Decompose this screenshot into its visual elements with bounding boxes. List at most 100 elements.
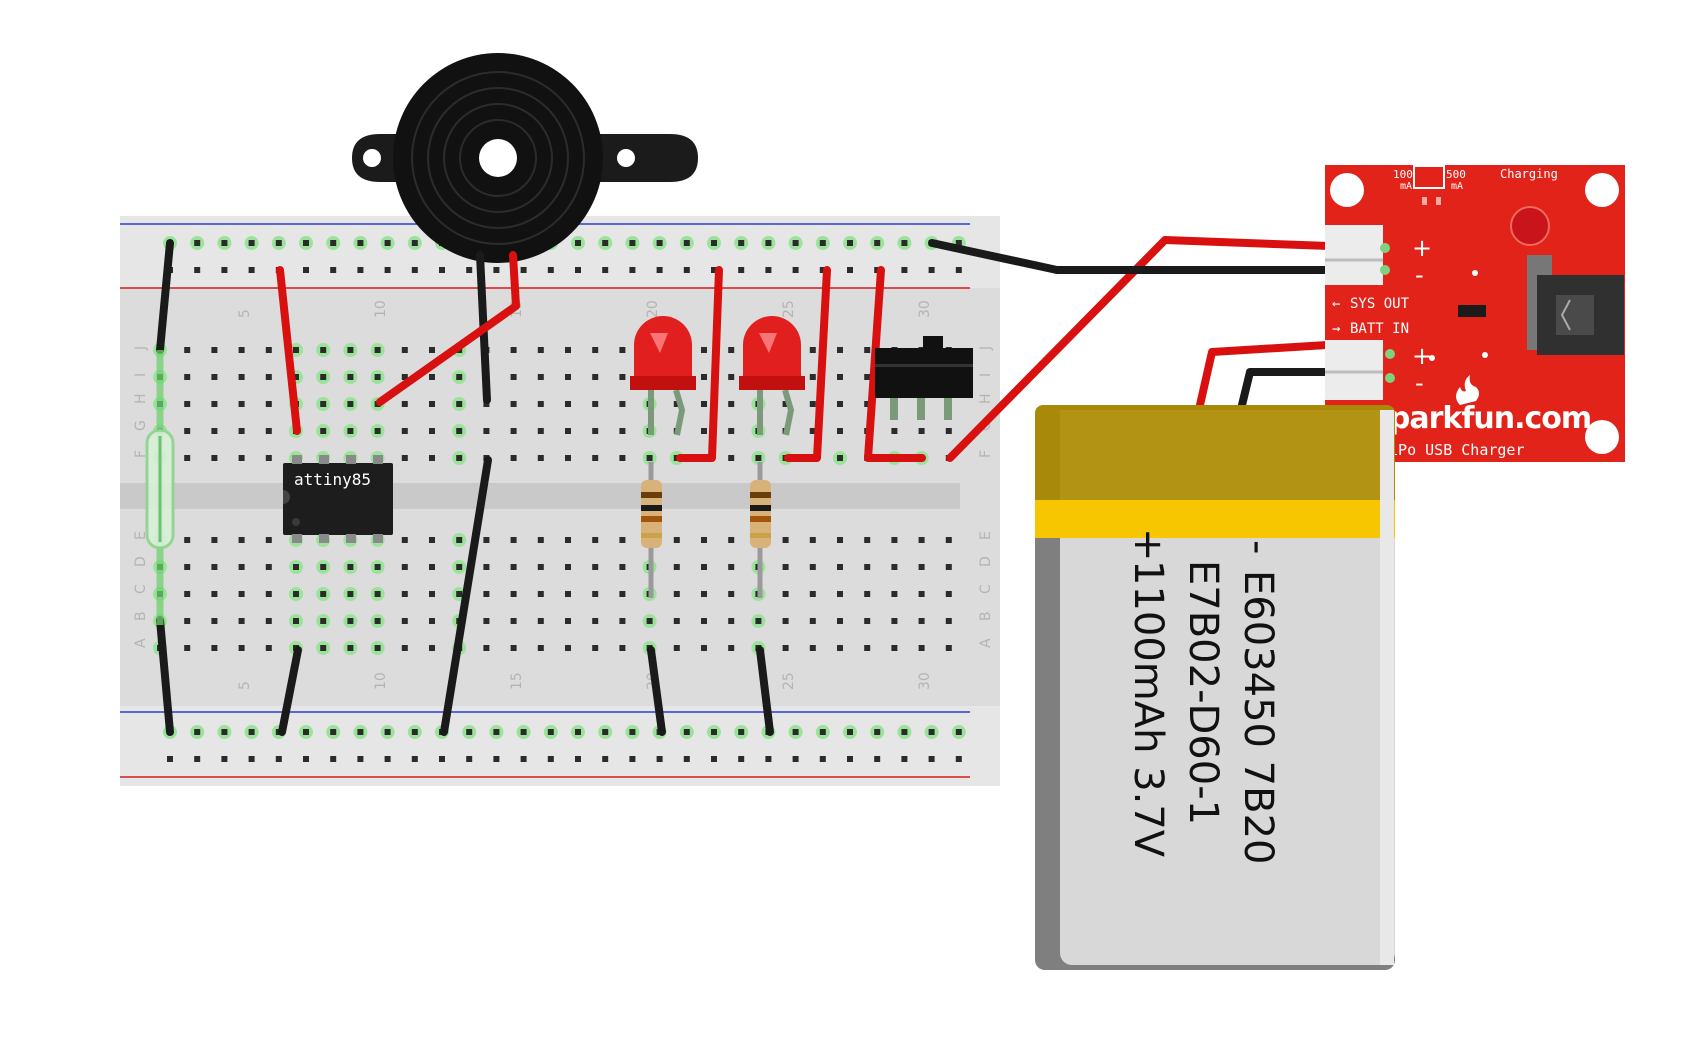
breadboard-hole (456, 591, 463, 597)
breadboard-hole (429, 618, 435, 624)
breadboard-hole (918, 564, 925, 570)
breadboard-hole (439, 267, 445, 273)
breadboard-hole (374, 428, 381, 434)
breadboard-hole (738, 756, 745, 762)
breadboard-hole (809, 537, 816, 543)
breadboard-hole (265, 428, 272, 434)
breadboard-hole (673, 618, 680, 624)
breadboard-hole (401, 537, 408, 543)
battery-label-line2: E7B02-D60-1 (1180, 560, 1226, 825)
breadboard-hole (401, 428, 408, 434)
column-number-bottom: 5 (237, 681, 253, 690)
breadboard-hole (891, 591, 898, 597)
breadboard-hole (265, 401, 272, 407)
resistor-1 (641, 462, 662, 598)
breadboard-hole (901, 756, 908, 762)
row-letter-left: A (133, 638, 149, 648)
breadboard-hole (194, 756, 201, 762)
breadboard-hole (656, 240, 663, 246)
breadboard-hole (510, 618, 517, 624)
breadboard-hole (347, 645, 354, 651)
breadboard-hole (809, 564, 816, 570)
row-letter-right: H (978, 393, 994, 404)
breadboard-hole (238, 618, 245, 624)
breadboard-hole (701, 564, 707, 570)
breadboard-hole (483, 537, 490, 543)
breadboard-hole (928, 729, 935, 735)
breadboard-hole (782, 537, 789, 543)
breadboard-hole (945, 645, 952, 651)
breadboard-hole (194, 267, 201, 273)
breadboard-hole (673, 537, 680, 543)
breadboard-hole (265, 645, 272, 651)
breadboard-hole (629, 729, 636, 735)
breadboard-hole (918, 537, 925, 543)
breadboard-hole (184, 374, 191, 380)
brand-label: sparkfun.com (1372, 401, 1591, 436)
breadboard-hole (809, 428, 816, 434)
breadboard-hole (847, 756, 853, 762)
breadboard-hole (701, 374, 707, 380)
breadboard-hole (819, 729, 826, 735)
breadboard-hole (945, 428, 952, 434)
breadboard-hole (303, 267, 309, 273)
breadboard-hole (864, 618, 871, 624)
breadboard-hole (602, 756, 609, 762)
breadboard-hole (837, 374, 843, 380)
breadboard-hole (238, 455, 245, 461)
breadboard-hole (357, 729, 364, 735)
breadboard-hole (293, 347, 299, 353)
breadboard-hole (945, 618, 952, 624)
breadboard-hole (619, 428, 626, 434)
breadboard-hole (248, 729, 255, 735)
charging-led (1510, 206, 1550, 246)
breadboard-hole (429, 591, 435, 597)
breadboard-hole (347, 618, 354, 624)
column-number-top: 5 (237, 309, 253, 318)
breadboard-hole (211, 374, 218, 380)
breadboard-hole (456, 455, 463, 461)
breadboard-hole (728, 401, 735, 407)
sys-out-minus: - (1415, 261, 1424, 289)
breadboard-hole (629, 240, 636, 246)
breadboard-hole (184, 591, 191, 597)
breadboard-hole (429, 428, 435, 434)
breadboard-hole (874, 240, 881, 246)
breadboard-hole (293, 618, 299, 624)
breadboard-hole (238, 374, 245, 380)
wire-red (276, 266, 301, 435)
breadboard-hole (265, 374, 272, 380)
breadboard-hole (184, 401, 191, 407)
breadboard-hole (874, 729, 881, 735)
led-1 (630, 316, 696, 436)
breadboard-hole (809, 618, 816, 624)
breadboard-hole (248, 267, 255, 273)
breadboard-hole (347, 591, 354, 597)
breadboard-hole (891, 618, 898, 624)
breadboard-hole (374, 645, 381, 651)
breadboard-hole (520, 756, 527, 762)
breadboard-hole (320, 564, 327, 570)
breadboard-hole (411, 756, 418, 762)
breadboard-hole (782, 645, 789, 651)
breadboard-hole (547, 267, 554, 273)
breadboard-hole (928, 267, 935, 273)
breadboard-hole (619, 591, 626, 597)
breadboard-hole (683, 729, 690, 735)
breadboard-hole (683, 756, 690, 762)
row-letter-right: I (978, 373, 994, 377)
batt-in-plus: + (1412, 342, 1432, 370)
breadboard-hole (782, 591, 789, 597)
breadboard-hole (238, 537, 245, 543)
breadboard-hole (619, 645, 626, 651)
breadboard-hole (728, 618, 735, 624)
breadboard-hole (955, 240, 962, 246)
row-letter-right: B (978, 611, 994, 621)
breadboard-hole (565, 645, 571, 651)
breadboard-hole (701, 618, 707, 624)
breadboard-hole (592, 428, 599, 434)
breadboard-hole (701, 428, 707, 434)
breadboard-hole (320, 374, 327, 380)
breadboard-hole (265, 455, 272, 461)
breadboard-hole (847, 267, 853, 273)
